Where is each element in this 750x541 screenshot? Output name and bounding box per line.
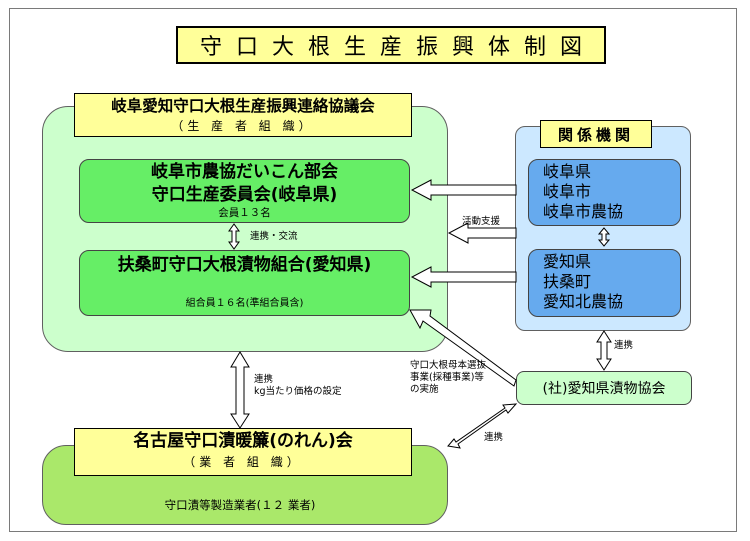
council-subtitle: （生 産 者 組 織） xyxy=(171,119,315,133)
exchange-arrow xyxy=(228,223,240,250)
makers-name: 名古屋守口漬暖簾(のれん)会 xyxy=(133,431,353,451)
assoc-makers-arrow xyxy=(447,403,518,449)
gifu-group-line1: 岐阜市農協だいこん部会 xyxy=(151,162,338,182)
council-makers-arrow xyxy=(230,351,250,429)
diagram-frame xyxy=(9,8,737,532)
makers-label: 名古屋守口漬暖簾(のれん)会 （業 者 組 織） xyxy=(74,428,412,476)
assoc-agency-arrow xyxy=(596,330,612,371)
agency-item: 岐阜市農協 xyxy=(543,202,624,221)
agency-item: 岐阜県 xyxy=(543,162,592,181)
council-name: 岐阜愛知守口大根生産振興連絡協議会 xyxy=(111,97,375,115)
agency-item: 扶桑町 xyxy=(543,272,592,291)
fuso-group-members: 組合員１６名(準組合員含) xyxy=(185,298,304,309)
fuso-producer-group: 扶桑町守口大根漬物組合(愛知県) 組合員１６名(準組合員含) xyxy=(79,250,410,316)
gifu-group-members: 会員１３名 xyxy=(218,207,271,219)
exchange-label: 連携・交流 xyxy=(250,231,298,242)
seed-line3: の実施 xyxy=(410,384,439,395)
maker-link-line2: kg当たり価格の設定 xyxy=(254,386,342,397)
gifu-group-line2: 守口生産委員会(岐阜県) xyxy=(151,185,338,205)
makers-subtitle: （業 者 組 織） xyxy=(183,455,303,469)
producer-council-label: 岐阜愛知守口大根生産振興連絡協議会 （生 産 者 組 織） xyxy=(74,93,412,137)
agency-item: 愛知県 xyxy=(543,252,592,271)
agency-link-label: 連携 xyxy=(614,340,634,351)
agency-item: 岐阜市 xyxy=(543,182,592,201)
support-arrow-fuso xyxy=(410,266,517,288)
maker-link-line1: 連携 xyxy=(254,374,274,385)
support-label: 活動支援 xyxy=(462,216,501,227)
seed-project-label: 守口大根母本選抜 事業(採種事業)等 の実施 xyxy=(410,360,486,396)
seed-line1: 守口大根母本選抜 xyxy=(410,360,487,371)
support-arrow-gifu xyxy=(410,179,517,201)
gifu-agencies-box: 岐阜県 岐阜市 岐阜市農協 xyxy=(528,159,681,226)
assoc-link-label: 連携 xyxy=(484,432,504,443)
seed-line2: 事業(採種事業)等 xyxy=(410,372,484,383)
agency-link-arrow xyxy=(597,227,611,247)
pickle-association-box: (社)愛知県漬物協会 xyxy=(516,371,692,405)
makers-members: 守口漬等製造業者(１２ 業者) xyxy=(164,498,316,512)
maker-link-label: 連携 kg当たり価格の設定 xyxy=(254,374,342,398)
gifu-producer-group: 岐阜市農協だいこん部会 守口生産委員会(岐阜県) 会員１３名 xyxy=(79,159,410,223)
fuso-group-line1: 扶桑町守口大根漬物組合(愛知県) xyxy=(117,255,372,275)
agencies-label: 関係機関 xyxy=(540,120,652,148)
aichi-agencies-box: 愛知県 扶桑町 愛知北農協 xyxy=(528,249,681,317)
page-title: 守口大根生産振興体制図 xyxy=(176,26,606,64)
seed-project-arrow xyxy=(409,309,517,387)
agency-item: 愛知北農協 xyxy=(543,292,624,311)
support-arrow-council xyxy=(447,222,517,244)
